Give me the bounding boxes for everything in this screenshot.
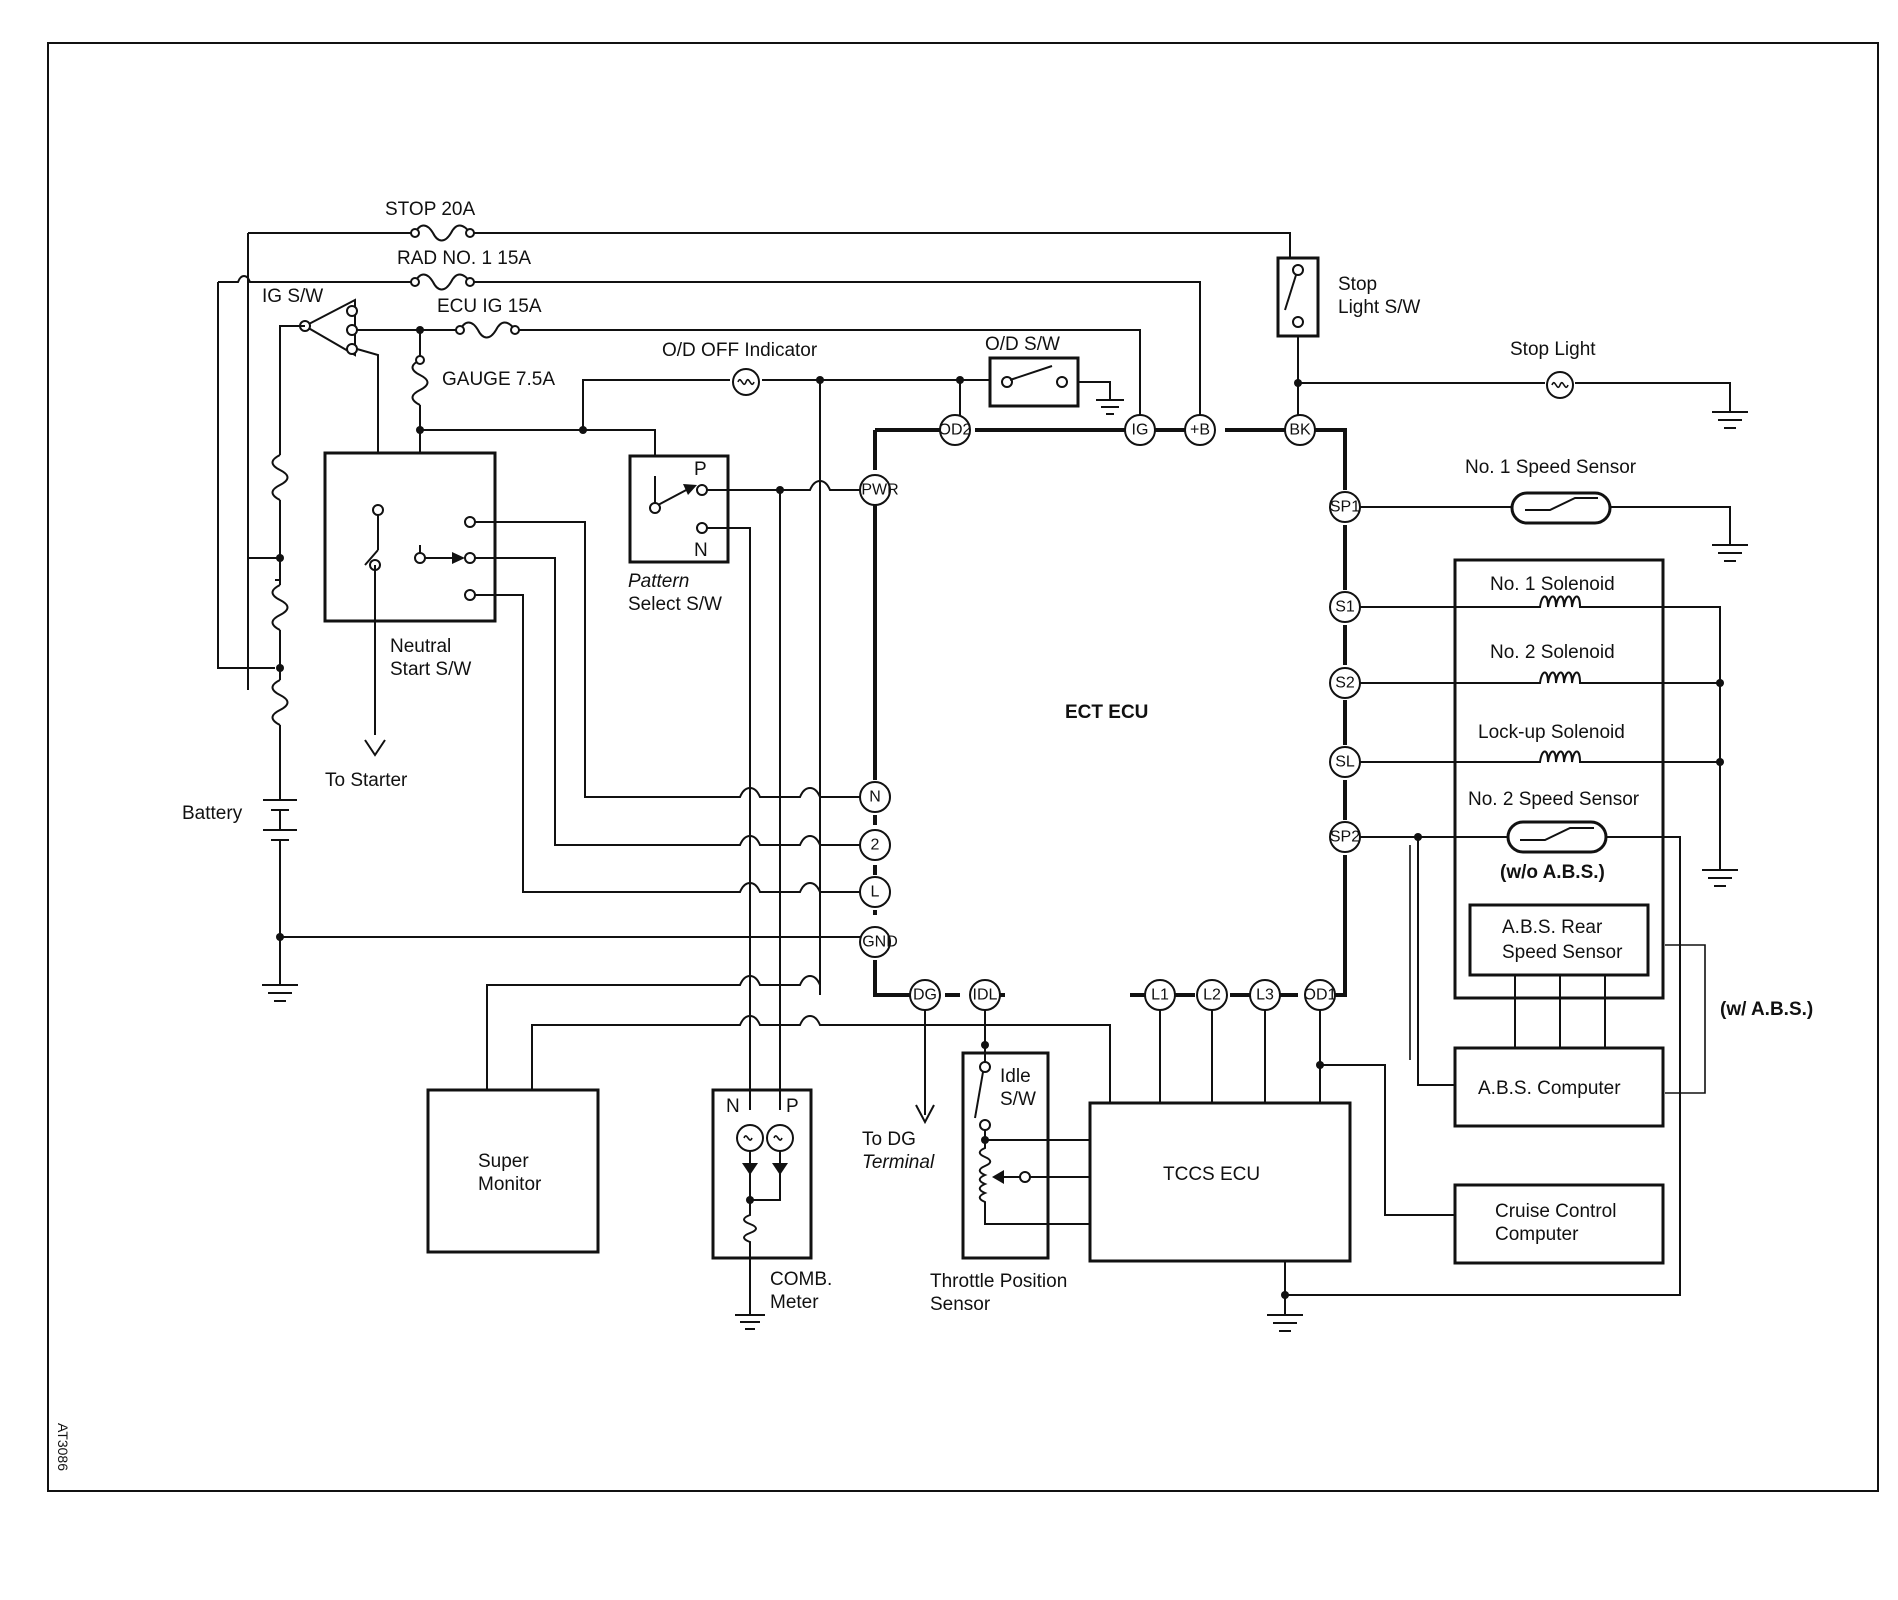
tccs-ecu-box <box>1088 1101 1352 1263</box>
super-monitor-label-1: Super <box>478 1151 529 1172</box>
to-dg-label-1: To DG <box>862 1129 916 1150</box>
terminal-sp1: SP1 <box>1330 499 1360 516</box>
terminal-s1: S1 <box>1335 599 1355 616</box>
neutral-start-switch-contacts <box>364 504 476 757</box>
no1-solenoid-label: No. 1 Solenoid <box>1490 574 1615 595</box>
terminal-ig: IG <box>1132 422 1149 439</box>
pattern-label-1: Pattern <box>628 571 689 592</box>
stop-light-label: Stop Light <box>1510 339 1596 360</box>
to-dg-label-2: Terminal <box>862 1152 935 1173</box>
terminal-od2: OD2 <box>939 422 972 439</box>
lockup-solenoid-label: Lock-up Solenoid <box>1478 722 1625 743</box>
neutral-start-label-2: Start S/W <box>390 659 471 680</box>
fuse-lines <box>217 224 1291 690</box>
fuse-gauge-label: GAUGE 7.5A <box>442 369 555 390</box>
wire-pattern-n <box>707 527 751 1110</box>
battery-label: Battery <box>182 803 243 824</box>
terminal-l2: L2 <box>1203 987 1221 1004</box>
fuse-rad-label: RAD NO. 1 15A <box>397 248 531 269</box>
to-starter-label: To Starter <box>325 770 408 791</box>
idle-sw-label-2: S/W <box>1000 1089 1036 1110</box>
no1-speed-sensor-label: No. 1 Speed Sensor <box>1465 457 1637 478</box>
throttle-label-2: Sensor <box>930 1294 991 1315</box>
comb-meter-label-2: Meter <box>770 1292 819 1313</box>
no2-solenoid-label: No. 2 Solenoid <box>1490 642 1615 663</box>
comb-meter-internals <box>735 1124 794 1330</box>
ect-ecu-label: ECT ECU <box>1065 702 1148 723</box>
ecu-terminals: OD2 IG +B BK PWR SP1 S1 S2 SL SP2 N 2 L … <box>859 414 1361 1011</box>
terminal-plus-b: +B <box>1190 422 1210 439</box>
terminal-idl: IDL <box>973 987 998 1004</box>
terminal-gnd: GND <box>862 934 898 951</box>
terminal-l3: L3 <box>1256 987 1274 1004</box>
abs-computer-box <box>1453 1046 1665 1128</box>
solenoid-coils <box>1360 595 1738 887</box>
wo-abs-label: (w/o A.B.S.) <box>1500 862 1605 883</box>
terminal-n: N <box>869 789 881 806</box>
abs-rear-label-1: A.B.S. Rear <box>1502 917 1603 938</box>
stop-light-sw-label-1: Stop <box>1338 274 1377 295</box>
terminal-sp2: SP2 <box>1330 829 1360 846</box>
super-monitor-box <box>426 1088 600 1254</box>
terminal-pwr: PWR <box>861 482 898 499</box>
terminal-s2: S2 <box>1335 675 1355 692</box>
ect-ecu-border <box>873 428 1347 997</box>
tccs-ecu-label: TCCS ECU <box>1163 1164 1260 1185</box>
terminal-2: 2 <box>871 837 880 854</box>
pattern-label-2: Select S/W <box>628 594 722 615</box>
terminal-l1: L1 <box>1151 987 1169 1004</box>
wire-n <box>475 521 860 798</box>
terminal-sl: SL <box>1335 754 1355 771</box>
throttle-label-1: Throttle Position <box>930 1271 1067 1292</box>
no2-speed-sensor <box>1506 820 1608 854</box>
od-sw-label: O/D S/W <box>985 334 1060 355</box>
terminal-dg: DG <box>913 987 937 1004</box>
stop-light-switch-box <box>1276 256 1320 338</box>
pattern-select-box <box>628 454 730 564</box>
diagram-frame <box>47 42 1879 1492</box>
comb-p-label: P <box>786 1096 799 1117</box>
wire-l <box>475 594 860 893</box>
fuse-stop-label: STOP 20A <box>385 199 475 220</box>
abs-rear-speed-sensor-box <box>1468 903 1650 977</box>
neutral-start-label-1: Neutral <box>390 636 451 657</box>
terminal-bk: BK <box>1289 422 1311 439</box>
cruise-control-computer-box <box>1453 1183 1665 1265</box>
comb-meter-label-1: COMB. <box>770 1269 832 1290</box>
comb-meter-box <box>711 1088 813 1260</box>
super-monitor-label-2: Monitor <box>478 1174 542 1195</box>
abs-computer-label: A.B.S. Computer <box>1478 1078 1621 1099</box>
pattern-select-contacts <box>649 476 708 534</box>
ig-sw-label: IG S/W <box>262 286 323 307</box>
cruise-label-1: Cruise Control <box>1495 1201 1616 1222</box>
figure-code: AT3086 <box>55 1423 71 1471</box>
pattern-n-label: N <box>694 540 708 561</box>
stop-light-sw-label-2: Light S/W <box>1338 297 1420 318</box>
wire-2 <box>475 557 860 846</box>
terminal-od1: OD1 <box>1304 987 1337 1004</box>
pattern-p-label: P <box>694 459 707 480</box>
fuse-ecu-ig-label: ECU IG 15A <box>437 296 542 317</box>
cruise-label-2: Computer <box>1495 1224 1579 1245</box>
idle-sw-label-1: Idle <box>1000 1066 1031 1087</box>
terminal-l: L <box>871 884 880 901</box>
w-abs-label: (w/ A.B.S.) <box>1720 999 1813 1020</box>
comb-n-label: N <box>726 1096 740 1117</box>
battery-line <box>248 440 873 1002</box>
no2-speed-sensor-label: No. 2 Speed Sensor <box>1468 789 1640 810</box>
idle-switch-and-potentiometer <box>974 1010 1090 1225</box>
od-off-indicator-label: O/D OFF Indicator <box>662 340 818 361</box>
no1-speed-sensor <box>1510 491 1612 525</box>
abs-rear-label-2: Speed Sensor <box>1502 942 1623 963</box>
